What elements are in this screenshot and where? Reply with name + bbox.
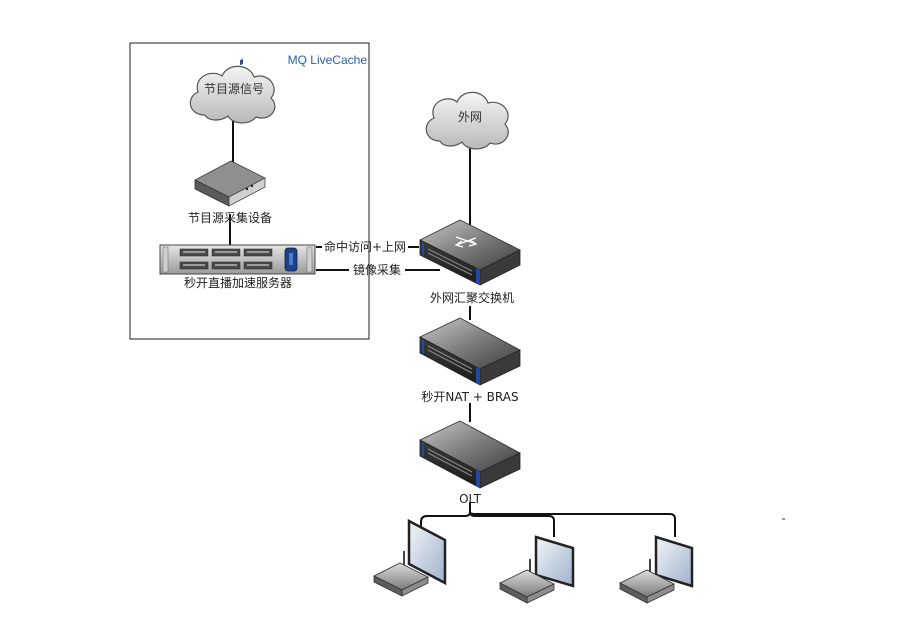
source-signal-cloud-icon [189, 65, 276, 124]
olt-label: OLT [459, 492, 481, 506]
accel-server-label: 秒开直播加速服务器 [184, 275, 292, 290]
aggregation-switch-label: 外网汇聚交换机 [430, 290, 514, 305]
internet-label: 外网 [458, 110, 482, 124]
aggregation-switch-icon [419, 219, 521, 286]
link-olt-to-client-3 [469, 511, 676, 537]
client-3-workstation-icon [619, 535, 694, 604]
internet-cloud-icon [425, 91, 509, 150]
client-1-workstation-icon [373, 518, 447, 597]
link-olt-to-client-1 [420, 511, 471, 532]
capture-device-label: 节目源采集设备 [188, 210, 272, 225]
accel-server-icon [159, 244, 316, 275]
nat-bras-icon [419, 317, 521, 386]
capture-device-icon [194, 58, 266, 207]
nat-bras-label: 秒开NAT + BRAS [421, 390, 518, 404]
link-olt-to-client-2 [469, 511, 555, 537]
hit-access-link-label: 命中访问+上网 [324, 239, 406, 254]
olt-icon [419, 420, 521, 489]
group-title: MQ LiveCache [288, 53, 368, 67]
mirror-capture-link-label: 镜像采集 [353, 262, 401, 277]
client-2-workstation-icon [499, 535, 575, 604]
source-signal-label: 节目源信号 [204, 82, 264, 96]
